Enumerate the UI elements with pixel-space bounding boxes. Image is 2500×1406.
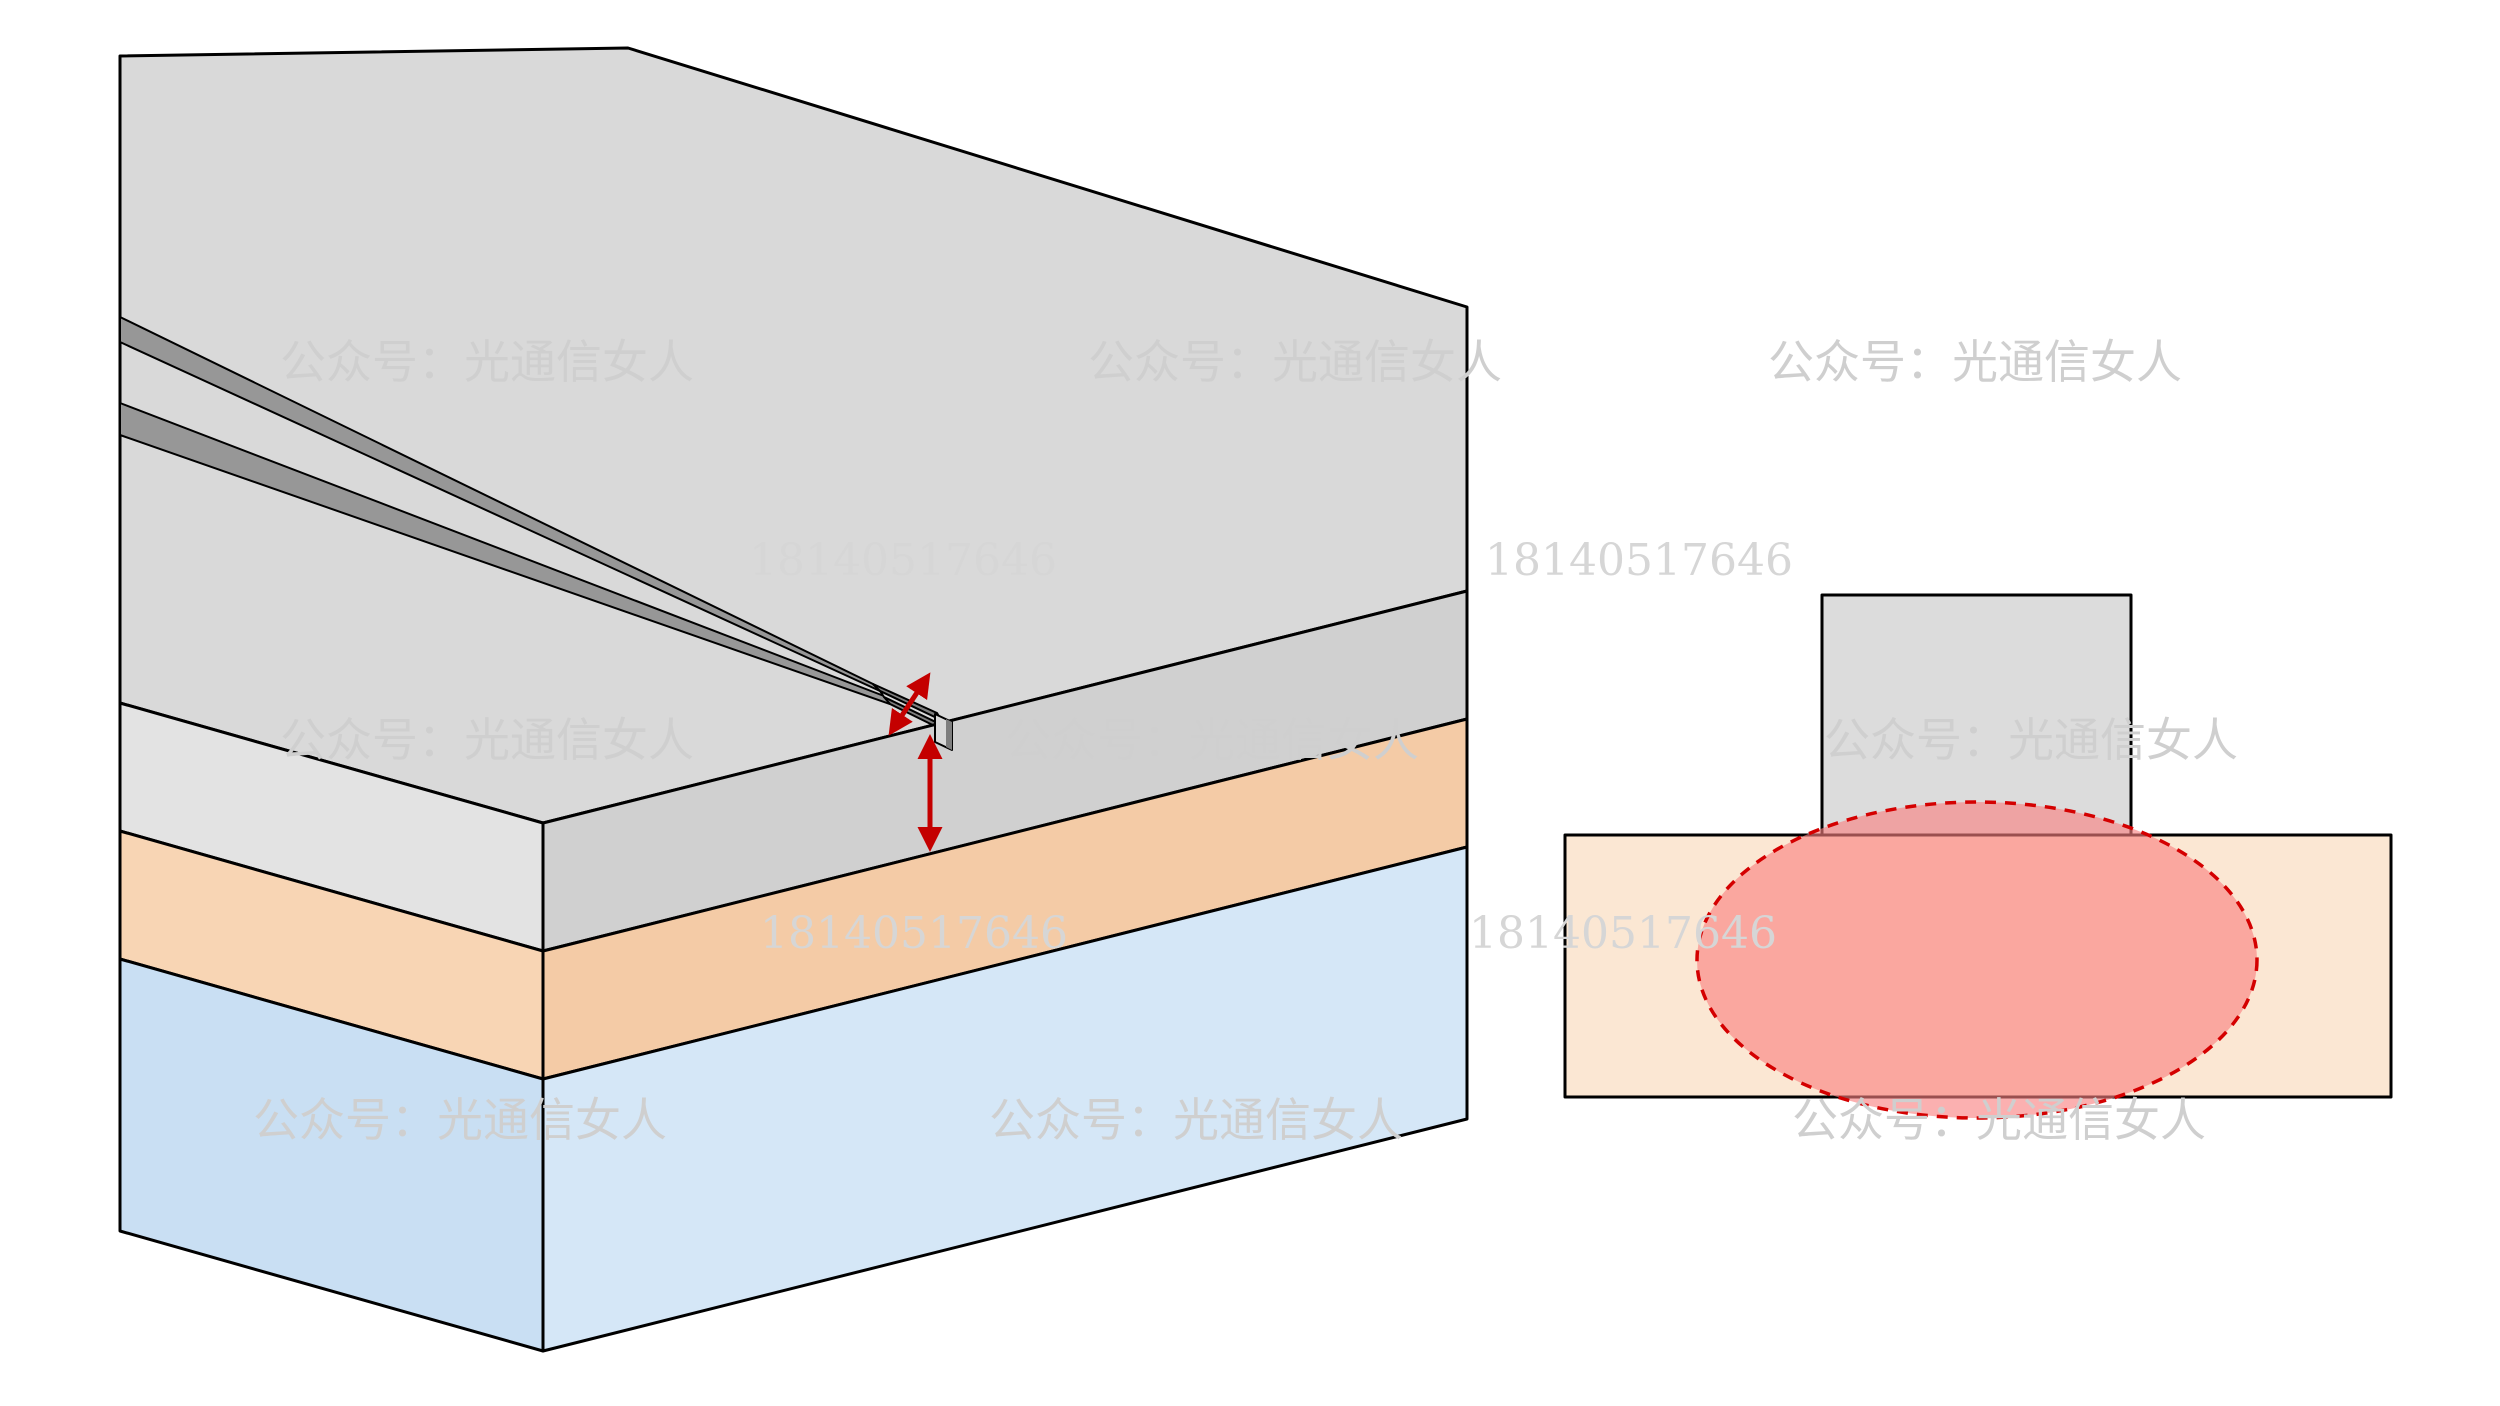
watermark-number-text: 18140517646 [1485,535,1793,586]
watermark-number-text: 18140517646 [760,908,1068,959]
substrate-layer-right-face [541,845,1469,1353]
watermark-layer: 公众号：光通信女人公众号：光通信女人公众号：光通信女人公众号：光通信女人公众号：… [253,335,2238,1147]
watermark-account-text: 公众号：光通信女人 [280,713,694,767]
waveguide-ridge-end-shadow [946,719,952,750]
ridge-width-arrow [888,672,931,736]
watermark-account-text: 公众号：光通信女人 [1824,713,2238,767]
chip-3d-view [118,46,1469,1353]
cross-section-ridge [1820,593,2133,837]
watermark-number-text: 18140517646 [749,535,1057,586]
watermark-account-text: 公众号：光通信女人 [253,1093,667,1147]
watermark-account-text: 公众号：光通信女人 [1768,335,2182,389]
watermark-number-text: 18140517646 [1469,908,1777,959]
watermark-account-text: 公众号：光通信女人 [280,335,694,389]
cross-section-view [1563,593,2393,1120]
watermark-account-text: 公众号：光通信女人 [1005,713,1419,767]
watermark-account-text: 公众号：光通信女人 [1792,1093,2206,1147]
optical-mode-ellipse [1695,800,2259,1120]
watermark-account-text: 公众号：光通信女人 [1088,335,1502,389]
watermark-account-text: 公众号：光通信女人 [989,1093,1403,1147]
